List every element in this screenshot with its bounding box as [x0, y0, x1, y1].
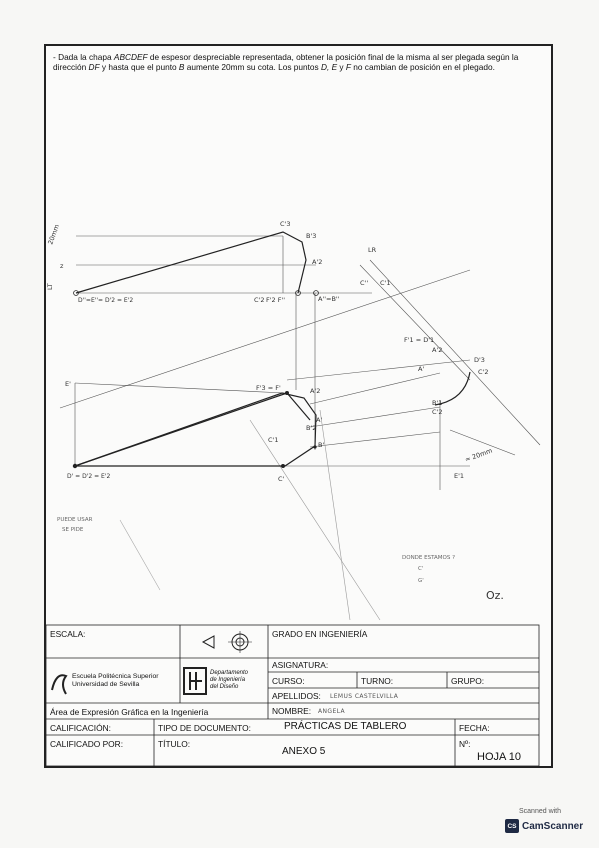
asignatura-label: ASIGNATURA: — [272, 660, 329, 670]
label-f-elev: F'2 F'' — [266, 296, 285, 304]
note-g: G' — [418, 578, 424, 584]
exercise-statement: - Dada la chapa ABCDEF de espesor despre… — [53, 52, 519, 73]
label-f1: F'1 = D'1 — [404, 336, 434, 344]
nombre-value: ANGELA — [318, 708, 346, 715]
label-b-right: B'1 — [432, 399, 442, 407]
label-a-right: A' — [418, 365, 424, 373]
camscanner-logo-icon: CS — [505, 819, 519, 833]
note-c: C' — [418, 566, 423, 572]
label-c2-right: C'2 — [478, 368, 488, 376]
label-c2: C'' — [360, 279, 368, 287]
turno-label: TURNO: — [361, 676, 394, 686]
apellidos-value: LEMUS CASTELVILLA — [330, 693, 399, 700]
label-dim-20mm: 20mm — [46, 223, 61, 245]
hoja-number: HOJA 10 — [477, 751, 522, 763]
label-a-prime: A' — [316, 416, 322, 424]
titulo-label: TÍTULO: — [158, 739, 191, 749]
label-e-right: E'1 — [454, 472, 464, 480]
tipo-documento-label: TIPO DE DOCUMENTO: — [158, 723, 251, 733]
label-c-right: C'2 — [432, 408, 442, 416]
label-d-elev: D''=E''= D'2 = E'2 — [78, 297, 133, 304]
calificacion-label: CALIFICACIÓN: — [50, 723, 111, 733]
camscanner-name: CamScanner — [522, 820, 584, 832]
scanned-with-text: Scanned with — [518, 808, 562, 815]
department-name: Departamento de Ingeniería del Diseño — [210, 670, 249, 690]
titulo-value: ANEXO 5 — [282, 746, 326, 757]
calificado-por-label: CALIFICADO POR: — [50, 739, 124, 749]
label-c3: C'3 — [280, 220, 290, 228]
label-c2f: C'2 — [254, 296, 264, 304]
label-e-aux: E' — [65, 380, 71, 388]
label-d3: D'3 — [474, 356, 485, 364]
department-logo-icon — [183, 667, 207, 695]
escala-label: ESCALA: — [50, 629, 86, 639]
note-donde-estamos: DONDE ESTAMOS ? — [402, 555, 455, 561]
label-a2-right: A'2 — [432, 346, 442, 354]
label-b2-prime: B'2 — [306, 424, 316, 432]
label-c1: C'1 — [380, 279, 390, 287]
camscanner-badge: Scanned with CS CamScanner — [505, 808, 583, 840]
area-label: Área de Expresión Gráfica en la Ingenier… — [50, 707, 209, 717]
label-ab-elev: A''=B'' — [318, 295, 340, 303]
label-d-plan: D' = D'2 = E'2 — [67, 473, 110, 480]
signature: Oz. — [486, 589, 504, 602]
nombre-label: NOMBRE: — [272, 706, 312, 716]
school-name: Escuela Politécnica Superior Universidad… — [72, 673, 159, 688]
label-lt: LT — [46, 283, 54, 290]
label-a2: A'2 — [312, 258, 322, 266]
label-dim-2: ≈ 20mm — [464, 447, 493, 464]
apellidos-label: APELLIDOS: — [272, 691, 321, 701]
label-b-prime: B' — [318, 441, 324, 449]
label-c1-prime: C'1 — [268, 436, 278, 444]
fecha-label: FECHA: — [459, 723, 490, 733]
projection-symbol-icon — [201, 631, 252, 653]
grado-label: GRADO EN INGENIERÍA — [272, 629, 368, 639]
label-f-plan: F'3 = F' — [256, 384, 281, 392]
label-b3: B'3 — [306, 232, 316, 240]
label-z: z — [60, 262, 64, 270]
label-lr: LR — [368, 246, 377, 254]
label-a2-plan: A'2 — [310, 387, 320, 395]
curso-label: CURSO: — [272, 676, 305, 686]
label-c-prime: C' — [278, 475, 285, 483]
note-puede-usar: PUEDE USAR — [57, 517, 93, 523]
tipo-documento-value: PRÁCTICAS DE TABLERO — [284, 721, 407, 732]
grupo-label: GRUPO: — [451, 676, 485, 686]
numero-label: Nº: — [459, 739, 471, 749]
school-logo-icon — [51, 674, 68, 695]
note-se-pide: SE PIDE — [62, 527, 84, 533]
